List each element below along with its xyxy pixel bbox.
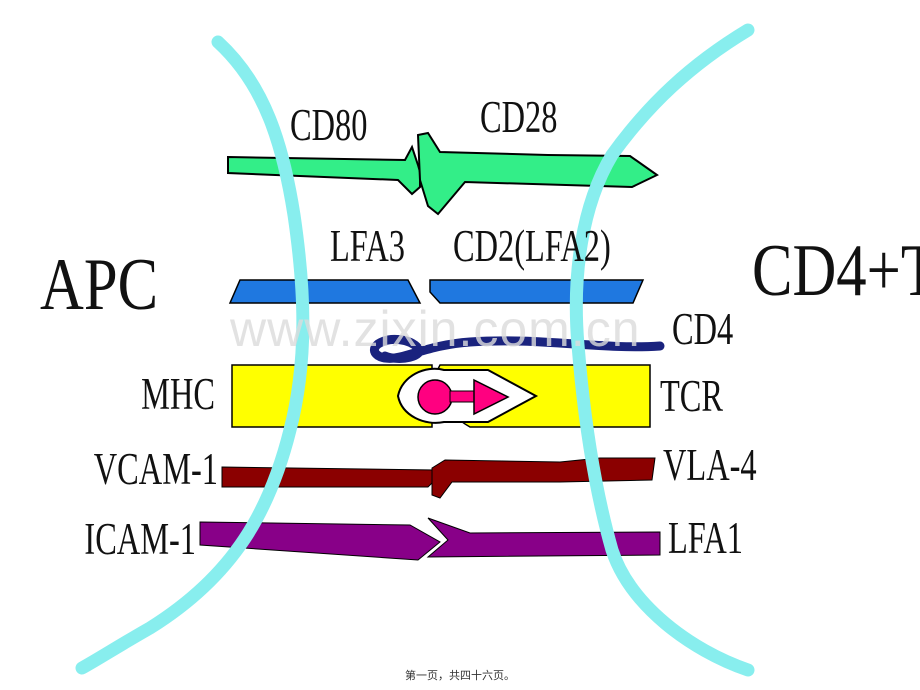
mhc-label: MHC (141, 369, 215, 419)
lfa3-cd2-pair (228, 279, 645, 304)
tcr-label: TCR (660, 371, 724, 421)
antigen-arrowhead (473, 378, 510, 416)
cd80-label: CD80 (290, 100, 368, 150)
cd28-label: CD28 (480, 92, 558, 142)
cd4-molecule (370, 334, 665, 363)
lfa1-label: LFA1 (668, 513, 744, 563)
apc-membrane (75, 35, 310, 675)
vcam1-label: VCAM-1 (93, 444, 218, 494)
lfa1-molecule (426, 517, 661, 558)
cd2-lfa2-label: CD2(LFA2) (453, 221, 611, 271)
antigen-stem (449, 390, 477, 403)
icam1-lfa1-pair (199, 517, 661, 561)
mhc-tcr-pair (231, 364, 651, 428)
cd80-molecule (227, 144, 421, 196)
icam1-molecule (199, 521, 441, 561)
tcell-membrane (569, 23, 755, 677)
antigen-peptide (417, 379, 453, 415)
vla4-molecule (431, 457, 656, 499)
cd2-molecule (429, 279, 645, 304)
cd28-molecule (416, 131, 659, 216)
watermark: www.zixin.com.cn (230, 301, 641, 357)
cd4-label: CD4 (672, 304, 734, 354)
page-footer: 第一页，共四十六页。 (405, 669, 515, 682)
lfa3-label: LFA3 (330, 221, 406, 271)
icam1-label: ICAM-1 (84, 514, 196, 564)
apc-label: APC (40, 244, 159, 326)
vcam1-molecule (221, 466, 439, 488)
vla4-label: VLA-4 (663, 440, 757, 490)
lfa3-molecule (228, 279, 422, 304)
cd4-t-cell-label: CD4+T (752, 230, 920, 312)
